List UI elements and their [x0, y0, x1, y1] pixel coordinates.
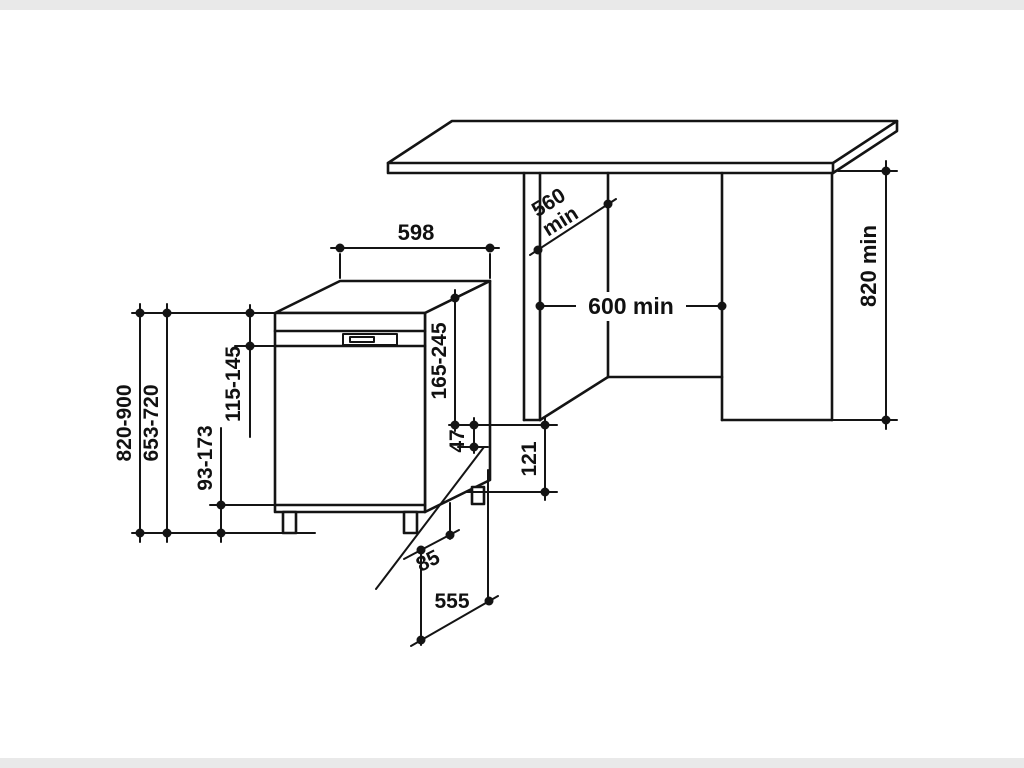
dim-115-145: 115-145 [222, 304, 277, 438]
dim-555: 555 [410, 469, 499, 647]
dim-653-720: 653-720 [140, 303, 172, 543]
dim-121: 121 [465, 417, 558, 501]
dim-label-653-720: 653-720 [140, 384, 163, 461]
dim-label-121: 121 [518, 441, 541, 476]
projection-line [375, 446, 485, 590]
dim-label-598: 598 [398, 220, 435, 245]
niche-floor-edge [538, 375, 610, 422]
dim-598: 598 [330, 220, 500, 279]
rear-foot [470, 485, 486, 506]
control-display [342, 333, 398, 346]
dim-label-820-900: 820-900 [113, 384, 136, 461]
dim-600-min: 600 min [535, 292, 727, 321]
control-display-window [349, 336, 375, 343]
countertop [386, 119, 899, 175]
dim-label-820-min: 820 min [856, 225, 881, 307]
dim-label-555: 555 [434, 590, 469, 613]
dim-label-600-min: 600 min [588, 293, 674, 319]
dim-47: 47 [446, 417, 558, 454]
dim-label-165-245: 165-245 [428, 322, 451, 399]
front-foot-left [281, 510, 298, 535]
front-foot-right [402, 510, 419, 535]
dim-label-115-145: 115-145 [222, 346, 245, 422]
dim-label-93-173: 93-173 [194, 425, 217, 490]
dim-165-245: 165-245 [428, 289, 460, 432]
dishwasher [273, 279, 492, 535]
dim-93-173: 93-173 [194, 425, 277, 543]
dim-820-min: 820 min [831, 160, 898, 430]
dim-820-900: 820-900 [113, 303, 276, 543]
dim-label-47: 47 [446, 429, 469, 452]
